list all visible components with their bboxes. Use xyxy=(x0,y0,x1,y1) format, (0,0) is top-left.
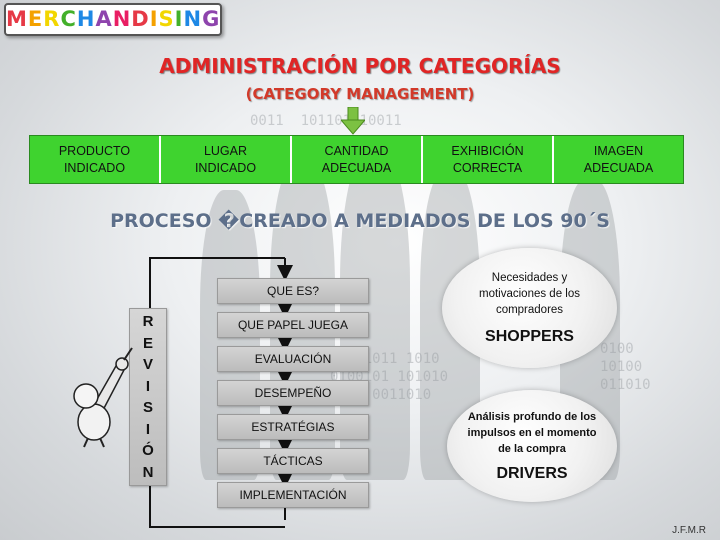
shoppers-circle: Necesidades y motivaciones de los compra… xyxy=(442,248,617,368)
revision-letter: Ó xyxy=(142,442,154,459)
step-que-es: QUE ES? xyxy=(217,278,369,304)
revision-letter: E xyxy=(143,335,153,352)
step-implementacion: IMPLEMENTACIÓN xyxy=(217,482,369,508)
step-desempeno: DESEMPEÑO xyxy=(217,380,369,406)
revision-letter: I xyxy=(146,421,150,438)
author-signature: J.F.M.R xyxy=(672,525,706,536)
revision-letter: N xyxy=(143,464,154,481)
drivers-description: Análisis profundo de los impulsos en el … xyxy=(467,409,597,457)
step-tacticas: TÁCTICAS xyxy=(217,448,369,474)
revision-letter: I xyxy=(146,378,150,395)
shoppers-description: Necesidades y motivaciones de los compra… xyxy=(470,270,590,318)
step-que-papel-juega: QUE PAPEL JUEGA xyxy=(217,312,369,338)
revision-letter: R xyxy=(143,313,154,330)
step-estrategias: ESTRATÉGIAS xyxy=(217,414,369,440)
drivers-label: DRIVERS xyxy=(496,465,567,483)
step-evaluacion: EVALUACIÓN xyxy=(217,346,369,372)
revision-letter: S xyxy=(143,399,153,416)
shoppers-label: SHOPPERS xyxy=(485,328,574,346)
revision-box: R E V I S I Ó N xyxy=(129,308,167,486)
pointing-figure xyxy=(72,338,134,448)
revision-letter: V xyxy=(143,356,153,373)
drivers-circle: Análisis profundo de los impulsos en el … xyxy=(447,390,617,502)
